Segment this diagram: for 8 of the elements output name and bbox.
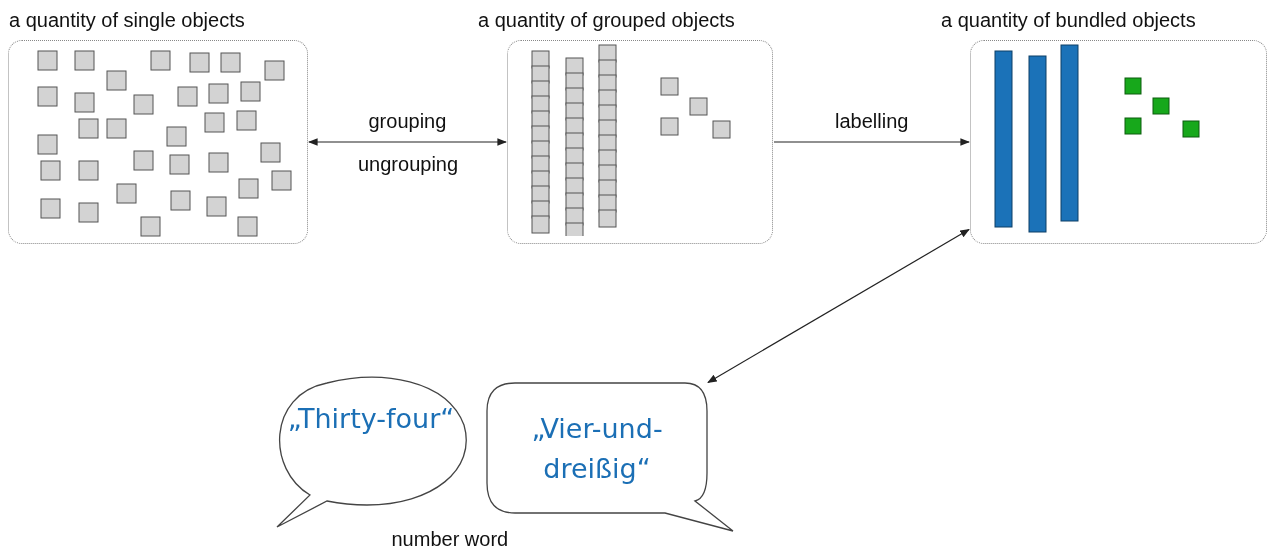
- arrow: [707, 228, 970, 383]
- panel-heading: a quantity of bundled objects: [941, 9, 1196, 32]
- arrow: [308, 138, 507, 146]
- number-word-text: „Vier-und-dreißig“: [530, 412, 664, 486]
- arrow: [773, 138, 970, 146]
- number-word-text: „Thirty-four“: [286, 402, 456, 436]
- panel-heading: a quantity of grouped objects: [478, 9, 735, 32]
- panel-heading: a quantity of single objects: [9, 9, 245, 32]
